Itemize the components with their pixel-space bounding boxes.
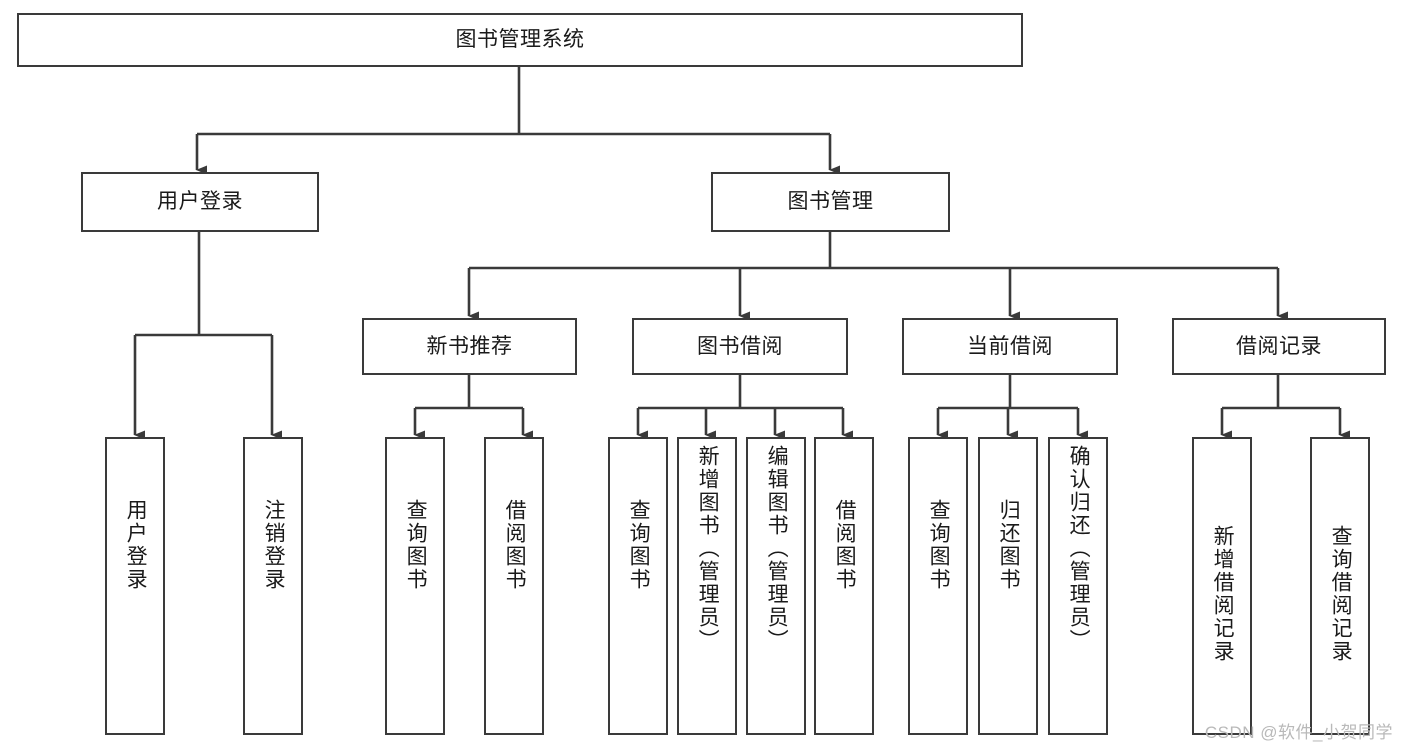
- node-label: 图书管理: [787, 190, 874, 214]
- leaf-recommend-query-book[interactable]: 查询图书: [385, 437, 445, 735]
- node-current-borrow[interactable]: 当前借阅: [902, 318, 1118, 375]
- node-label: 新增借阅记录: [1211, 525, 1235, 663]
- node-book-borrow[interactable]: 图书借阅: [632, 318, 848, 375]
- leaf-current-confirm-return-admin[interactable]: 确认归还（管理员）: [1048, 437, 1108, 735]
- node-borrow-record[interactable]: 借阅记录: [1172, 318, 1386, 375]
- node-label: 注销登录: [262, 499, 286, 591]
- node-label: 查询图书: [627, 499, 651, 591]
- node-label: 查询图书: [927, 499, 951, 591]
- leaf-record-add-record[interactable]: 新增借阅记录: [1192, 437, 1252, 735]
- leaf-borrow-borrow-book[interactable]: 借阅图书: [814, 437, 874, 735]
- csdn-watermark: CSDN @软件_小贺同学: [1204, 723, 1393, 742]
- leaf-user-login-logout[interactable]: 注销登录: [243, 437, 303, 735]
- node-label: 借阅图书: [503, 499, 527, 591]
- node-label: 图书借阅: [697, 334, 783, 358]
- node-root-book-management-system[interactable]: 图书管理系统: [17, 13, 1023, 67]
- leaf-borrow-add-book-admin[interactable]: 新增图书（管理员）: [677, 437, 737, 735]
- node-book-management[interactable]: 图书管理: [711, 172, 950, 232]
- node-label: 查询图书: [404, 499, 428, 591]
- node-label: 新增图书（管理员）: [696, 445, 720, 652]
- leaf-recommend-borrow-book[interactable]: 借阅图书: [484, 437, 544, 735]
- leaf-borrow-edit-book-admin[interactable]: 编辑图书（管理员）: [746, 437, 806, 735]
- leaf-borrow-query-book[interactable]: 查询图书: [608, 437, 668, 735]
- node-label: 图书管理系统: [455, 28, 585, 52]
- node-new-book-recommend[interactable]: 新书推荐: [362, 318, 577, 375]
- node-label: 当前借阅: [967, 334, 1053, 358]
- node-label: 用户登录: [124, 499, 148, 591]
- node-label: 查询借阅记录: [1329, 525, 1353, 663]
- leaf-current-query-book[interactable]: 查询图书: [908, 437, 968, 735]
- leaf-record-query-record[interactable]: 查询借阅记录: [1310, 437, 1370, 735]
- leaf-user-login-login[interactable]: 用户登录: [105, 437, 165, 735]
- node-label: 借阅记录: [1236, 334, 1322, 358]
- node-label: 新书推荐: [426, 334, 513, 358]
- node-label: 确认归还（管理员）: [1067, 445, 1091, 652]
- node-label: 借阅图书: [833, 499, 857, 591]
- node-label: 用户登录: [157, 190, 243, 214]
- node-user-login[interactable]: 用户登录: [81, 172, 319, 232]
- leaf-current-return-book[interactable]: 归还图书: [978, 437, 1038, 735]
- node-label: 编辑图书（管理员）: [765, 445, 789, 652]
- node-label: 归还图书: [997, 499, 1021, 591]
